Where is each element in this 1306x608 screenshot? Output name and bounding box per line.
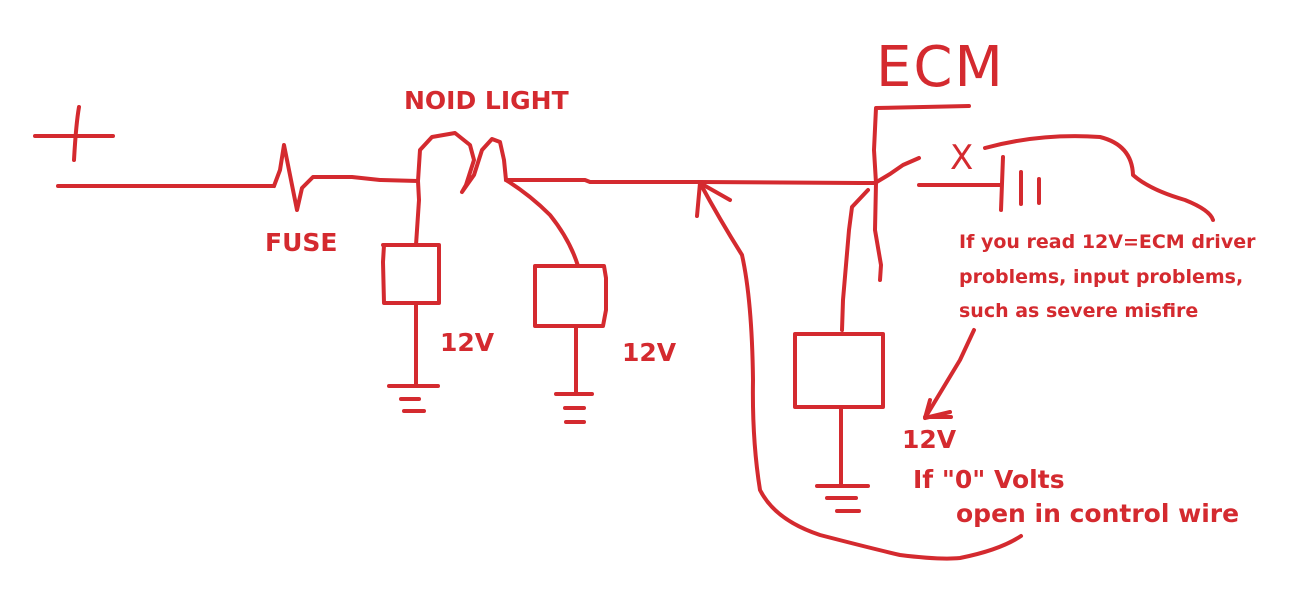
load-2-wire — [504, 178, 580, 268]
note-open-wire: open in control wire — [956, 499, 1240, 528]
ground-icon-2 — [554, 392, 594, 424]
ecm-bracket — [872, 104, 971, 282]
load-1-wire — [414, 179, 421, 247]
ground-icon-3 — [815, 484, 870, 513]
noid-light-icon — [416, 131, 508, 194]
load-3-box — [793, 332, 885, 409]
fuse-label: FUSE — [265, 228, 338, 257]
note-pointer-curve — [983, 134, 1215, 222]
note-driver-line-1: If you read 12V=ECM driver — [959, 231, 1256, 253]
ground-icon-1 — [387, 384, 440, 413]
load-1-box — [381, 243, 441, 305]
open-marker: X — [950, 138, 974, 178]
voltage-label-2: 12V — [622, 338, 677, 367]
ecm-driver-switch — [873, 156, 921, 185]
plus-terminal-icon — [33, 105, 115, 162]
voltage-label-1: 12V — [440, 328, 495, 357]
note-zero-volts: If "0" Volts — [913, 465, 1065, 494]
noid-light-label: NOID LIGHT — [404, 86, 569, 115]
fuse-icon — [272, 143, 420, 212]
note-driver-line-2: problems, input problems, — [959, 266, 1244, 288]
load-2-box — [533, 264, 608, 328]
ecm-label: ECM — [876, 35, 1005, 100]
note-arrow-icon — [923, 328, 976, 420]
load-3-wire — [840, 188, 870, 332]
control-wire — [504, 178, 877, 185]
voltage-label-3: 12V — [902, 425, 957, 454]
ecm-ground-icon — [999, 155, 1041, 212]
note-driver-line-3: such as severe misfire — [959, 300, 1199, 322]
test-loop-wire — [698, 181, 1023, 561]
